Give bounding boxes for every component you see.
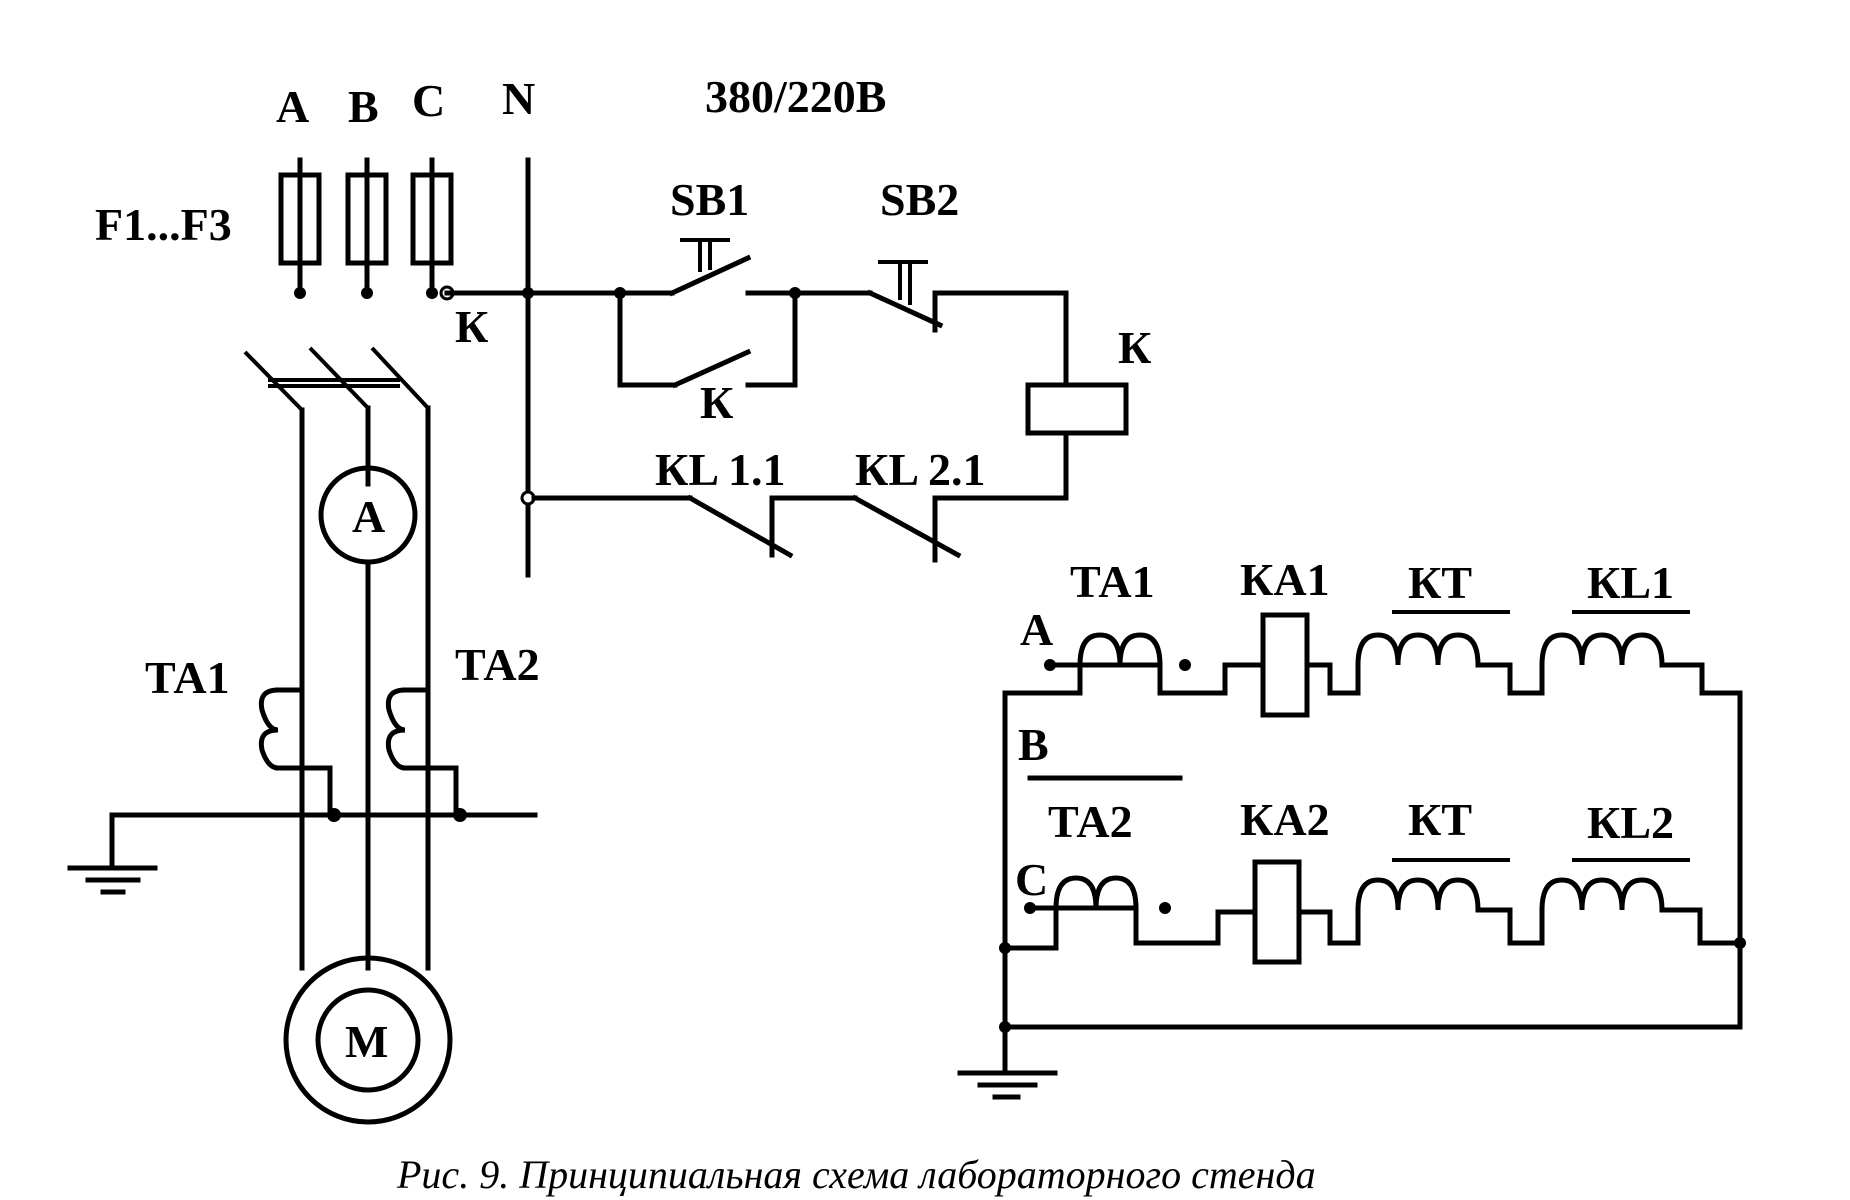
relay-contacts-branch <box>520 490 962 563</box>
sb1-start-button <box>617 238 798 297</box>
kl21-label: КL 2.1 <box>855 444 986 495</box>
row-a-kl-label: КL1 <box>1587 557 1674 608</box>
ta2-label: ТА2 <box>455 639 540 690</box>
row-c-ka-label: КА2 <box>1240 794 1330 845</box>
sb2-stop-button <box>792 260 1069 388</box>
ta1-label: ТА1 <box>145 652 230 703</box>
row-c-kl-label: КL2 <box>1587 797 1674 848</box>
fuse-f2 <box>345 157 389 299</box>
fuses-label: F1...F3 <box>95 199 232 250</box>
ammeter: A <box>318 465 418 971</box>
motor: M <box>283 955 453 1125</box>
ammeter-symbol: A <box>352 491 385 542</box>
fuse-f3 <box>410 157 455 301</box>
row-a-kt-label: КТ <box>1408 557 1472 608</box>
holding-contact-label: К <box>700 377 733 428</box>
row-a-ka-label: КА1 <box>1240 554 1330 605</box>
fuse-f1 <box>278 157 322 299</box>
sb1-label: SB1 <box>670 174 749 225</box>
phase-c-label: C <box>412 75 445 126</box>
current-transformer-ta2 <box>385 687 467 822</box>
figure-caption: Рис. 9. Принципиальная схема лабораторно… <box>396 1152 1316 1197</box>
return-bus <box>957 940 1743 1100</box>
control-circuit: SB1 К SB2 К <box>444 174 1151 563</box>
supply-voltage-label: 380/220В <box>705 71 886 122</box>
row-a-ta-label: ТА1 <box>1070 556 1155 607</box>
row-c-chain <box>999 859 1746 965</box>
neutral-label: N <box>502 73 535 124</box>
power-circuit: A B C N 380/220В F1...F3 <box>67 71 886 1125</box>
motor-symbol: M <box>345 1016 388 1067</box>
phase-a-input-label: А <box>1020 604 1053 655</box>
phase-a-label: A <box>276 81 309 132</box>
row-c-ta-label: ТА2 <box>1048 796 1133 847</box>
sb2-label: SB2 <box>880 174 959 225</box>
coil-label: К <box>1118 322 1151 373</box>
kl11-label: КL 1.1 <box>655 444 786 495</box>
phase-b-label: B <box>348 81 379 132</box>
phase-c-input-label: С <box>1015 854 1048 905</box>
row-a-chain <box>1002 612 1743 958</box>
ground-bus-left <box>67 812 538 895</box>
phase-b-input-label: В <box>1018 719 1049 770</box>
row-c-kt-label: КТ <box>1408 794 1472 845</box>
contactor-main-contacts <box>243 346 431 971</box>
contactor-coil-k <box>932 382 1129 501</box>
holding-contact-k <box>617 290 798 389</box>
protection-circuit: ТА1 КА1 КТ КL1 А В ТА2 КА2 КТ КL2 <box>957 554 1746 1100</box>
contactor-label: К <box>455 301 488 352</box>
